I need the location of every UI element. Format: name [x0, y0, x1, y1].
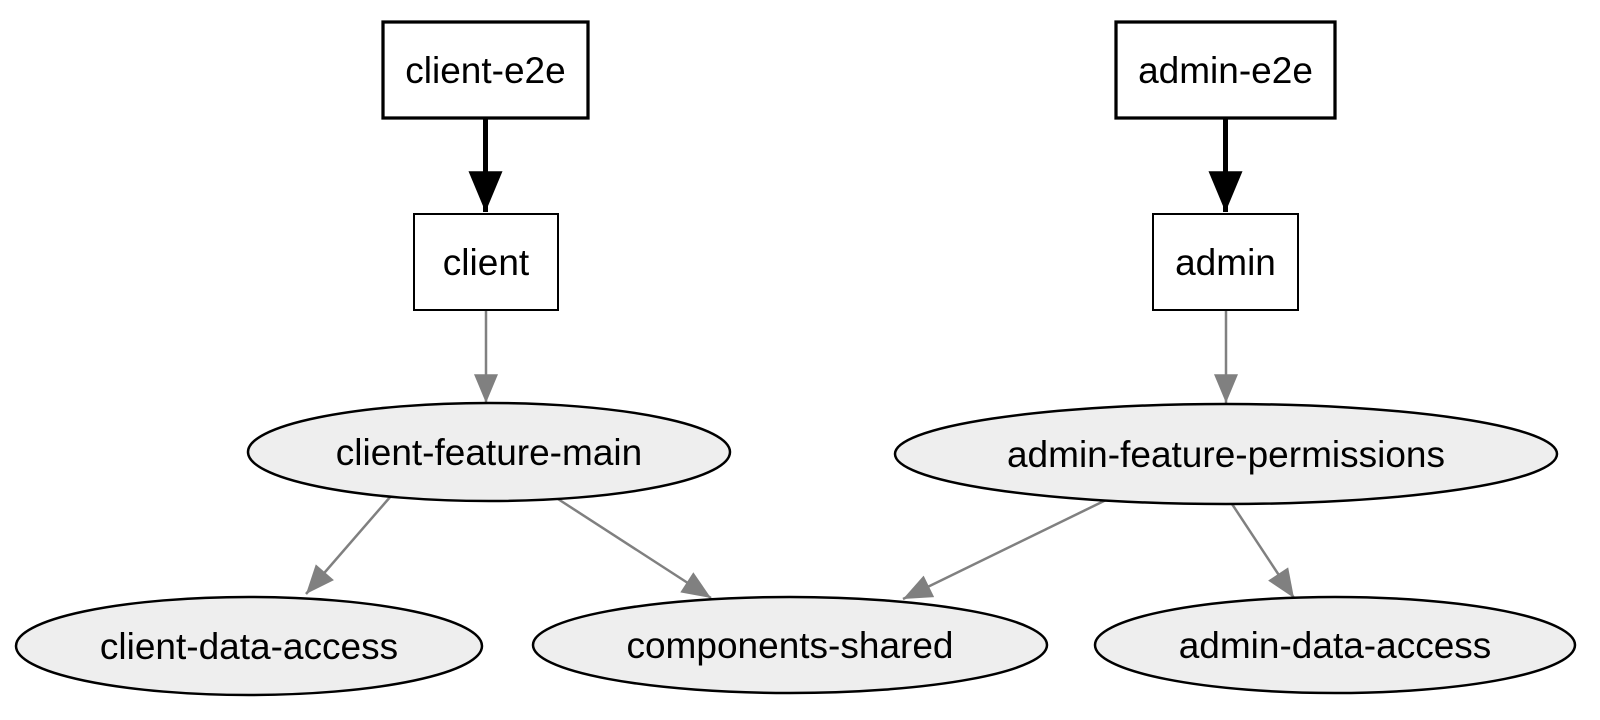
node-client-e2e-label: client-e2e — [405, 50, 565, 91]
edge-admin-feature-permissions-to-admin-data-access — [1230, 503, 1296, 599]
node-admin-data-access-shape — [1093, 595, 1577, 695]
node-client-data-access: client-data-access — [14, 595, 484, 697]
node-admin-data-access: admin-data-access — [1093, 595, 1577, 695]
node-components-shared-shape — [531, 595, 1049, 695]
node-client-data-access-shape — [14, 595, 484, 697]
node-client-shape — [413, 213, 559, 311]
edge-layer — [305, 118, 1296, 601]
node-admin-feature-permissions: admin-feature-permissions — [893, 402, 1559, 506]
node-admin-e2e-label: admin-e2e — [1138, 50, 1313, 91]
node-admin-feature-permissions-label: admin-feature-permissions — [1007, 434, 1445, 475]
edge-client-feature-main-to-components-shared — [557, 497, 712, 600]
node-admin-data-access-label: admin-data-access — [1179, 625, 1492, 666]
node-client-data-access-label: client-data-access — [100, 626, 398, 667]
node-admin-feature-permissions-shape — [893, 402, 1559, 506]
node-admin: admin — [1152, 213, 1299, 311]
node-components-shared: components-shared — [531, 595, 1049, 695]
edge-client-feature-main-to-client-data-access — [305, 495, 392, 595]
node-client-e2e: client-e2e — [381, 20, 590, 120]
node-client-feature-main: client-feature-main — [246, 401, 732, 503]
node-client-label: client — [443, 242, 530, 283]
node-client-e2e-shape — [381, 20, 590, 120]
node-admin-e2e: admin-e2e — [1114, 20, 1337, 120]
node-admin-label: admin — [1175, 242, 1276, 283]
node-admin-e2e-shape — [1114, 20, 1337, 120]
node-client: client — [413, 213, 559, 311]
node-components-shared-label: components-shared — [626, 625, 953, 666]
node-client-feature-main-label: client-feature-main — [336, 432, 642, 473]
node-client-feature-main-shape — [246, 401, 732, 503]
node-admin-shape — [1152, 213, 1299, 311]
edge-admin-feature-permissions-to-components-shared — [902, 498, 1107, 601]
